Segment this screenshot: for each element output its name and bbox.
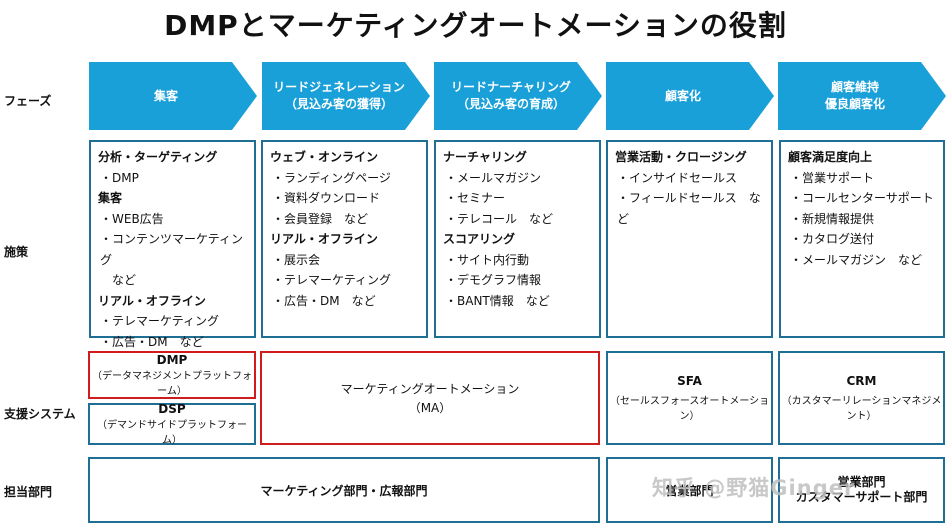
department-sales: 営業部門 <box>606 457 773 523</box>
measure-item: ・営業サポート <box>790 170 875 185</box>
department-label: 営業部門 <box>665 483 714 498</box>
measures-box-retention: 顧客満足度向上・営業サポート・コールセンターサポート・新規情報提供・カタログ送付… <box>779 140 945 338</box>
measure-item: ・メールマガジン <box>445 170 542 185</box>
measure-item: ・セミナー <box>445 191 506 205</box>
measures-box-lead-nurturing: ナーチャリング・メールマガジン・セミナー・テレコール などスコアリング・サイト内… <box>434 140 601 338</box>
system-dmp: DMP （データマネジメントプラットフォーム） <box>88 351 256 399</box>
measure-item: ・デモグラフ情報 <box>445 273 542 287</box>
system-sfa: SFA （セールスフォースオートメーション） <box>606 351 773 445</box>
measure-item: ・会員登録 など <box>272 211 369 226</box>
measure-item: ・フィールドセールス など <box>617 191 761 226</box>
measure-item: ・テレマーケティング <box>272 273 392 287</box>
measure-item: ・テレコール など <box>445 211 554 226</box>
phase-label: 集客 <box>153 88 178 103</box>
chevron-arrow-shape <box>606 62 774 130</box>
chevron-arrow-shape <box>262 62 430 130</box>
department-marketing-pr: マーケティング部門・広報部門 <box>88 457 600 523</box>
chevron-arrow-shape <box>778 62 946 130</box>
measure-item: ・コールセンターサポート <box>790 191 934 205</box>
measure-heading: 顧客満足度向上 <box>788 150 873 164</box>
measures-box-lead-generation: ウェブ・オンライン・ランディングページ・資料ダウンロード・会員登録 などリアル・… <box>261 140 428 338</box>
phase-arrow-customer-conversion: 顧客化 <box>606 62 774 130</box>
system-name: DMP <box>156 353 188 367</box>
phase-label: リードジェネレーション （見込み客の獲得） <box>273 80 405 111</box>
measure-item: ・カタログ送付 <box>790 232 875 246</box>
measure-item: ・WEB広告 <box>100 211 164 226</box>
measures-box-customer-conversion: 営業活動・クロージング・インサイドセールス・フィールドセールス など <box>606 140 773 338</box>
phase-label: リードナーチャリング （見込み客の育成） <box>451 80 571 111</box>
measures-box-acquisition: 分析・ターゲティング・DMP 集客・WEB広告・コンテンツマーケティングなどリアル… <box>89 140 256 349</box>
measure-item: ・資料ダウンロード <box>272 191 381 205</box>
measure-item: ・サイト内行動 <box>445 252 530 267</box>
system-subtitle: （セールスフォースオートメーション） <box>609 396 770 422</box>
measure-item: ・コンテンツマーケティング <box>100 232 244 267</box>
row-label-departments: 担当部門 <box>4 485 53 499</box>
measure-item: ・広告・DM など <box>100 334 204 349</box>
measure-heading: 分析・ターゲティング <box>98 150 218 164</box>
measure-heading: リアル・オフライン <box>270 232 378 246</box>
system-subtitle: （カスタマーリレーションマネジメント） <box>781 396 942 422</box>
measure-item: など <box>112 273 137 287</box>
system-subtitle: （デマンドサイドプラットフォーム） <box>97 420 247 446</box>
system-dsp: DSP （デマンドサイドプラットフォーム） <box>88 402 256 446</box>
phase-arrow-lead-generation: リードジェネレーション （見込み客の獲得） <box>262 62 430 130</box>
measure-heading: スコアリング <box>443 232 516 246</box>
measure-item: ・BANT情報 など <box>445 293 550 308</box>
system-subtitle: （データマネジメントプラットフォーム） <box>92 371 252 397</box>
phase-arrow-retention: 顧客維持 優良顧客化 <box>778 62 946 130</box>
measure-heading: ウェブ・オンライン <box>270 150 379 164</box>
row-label-phase: フェーズ <box>4 94 52 108</box>
measure-item: ・新規情報提供 <box>790 211 875 226</box>
system-crm: CRM （カスタマーリレーションマネジメント） <box>778 351 945 445</box>
measure-item: ・展示会 <box>272 252 321 267</box>
row-label-systems: 支援システム <box>4 407 76 421</box>
measure-item: ・インサイドセールス <box>617 170 738 185</box>
system-name: CRM <box>846 374 877 388</box>
system-name: SFA <box>677 374 702 388</box>
chevron-arrow-shape <box>89 62 257 130</box>
phase-label: 顧客維持 優良顧客化 <box>824 80 885 111</box>
chevron-arrow-shape <box>434 62 602 130</box>
phase-label: 顧客化 <box>664 88 701 103</box>
department-label: 営業部門 カスタマーサポート部門 <box>795 475 928 504</box>
system-name: マーケティングオートメーション <box>340 382 520 396</box>
measure-heading: 営業活動・クロージング <box>615 150 747 164</box>
measure-heading: 集客 <box>98 191 123 205</box>
watermark: 知乎 @野猫Ginger <box>652 476 856 500</box>
department-sales-support: 営業部門 カスタマーサポート部門 <box>778 457 945 523</box>
measure-item: ・ランディングページ <box>272 170 391 185</box>
measure-item: ・メールマガジン など <box>790 252 923 267</box>
row-label-measures: 施策 <box>4 245 29 259</box>
measure-heading: ナーチャリング <box>443 150 527 164</box>
measure-heading: リアル・オフライン <box>98 293 206 308</box>
system-marketing-automation: マーケティングオートメーション （MA） <box>260 351 600 445</box>
system-name: DSP <box>158 402 186 416</box>
system-subtitle: （MA） <box>408 401 452 415</box>
phase-arrow-lead-nurturing: リードナーチャリング （見込み客の育成） <box>434 62 602 130</box>
measure-item: ・DMP <box>100 170 139 185</box>
department-label: マーケティング部門・広報部門 <box>260 483 428 498</box>
measure-item: ・広告・DM など <box>272 293 376 308</box>
measure-item: ・テレマーケティング <box>100 314 220 328</box>
page-title: DMPとマーケティングオートメーションの役割 <box>164 9 787 42</box>
phase-arrow-acquisition: 集客 <box>89 62 257 130</box>
